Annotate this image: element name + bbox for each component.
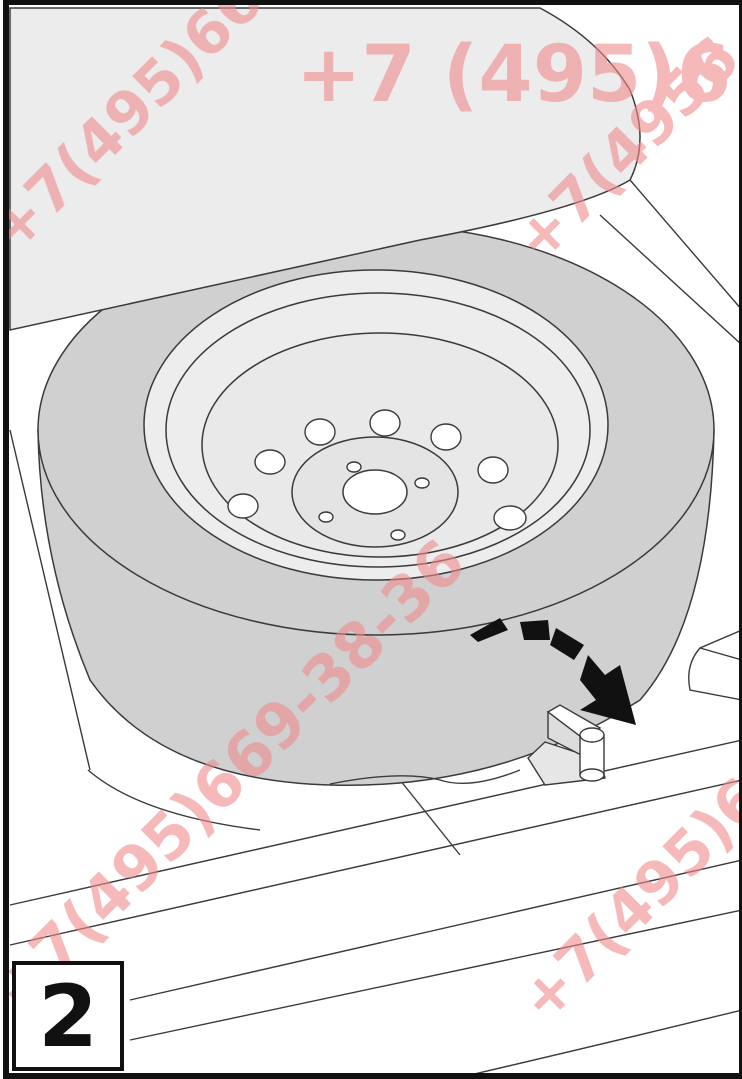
tire-notch: [329, 769, 521, 785]
step-number-box: [12, 961, 124, 1071]
watermark-top: +7 (495)6: [296, 30, 731, 120]
rotation-arrow-icon: [470, 618, 636, 725]
hold-down-bolt: [527, 704, 606, 786]
trunk-outline: [9, 179, 742, 1076]
step-number: 2: [38, 967, 98, 1067]
floor-cover: [9, 7, 641, 331]
figure-frame: [3, 0, 742, 1079]
lug-holes: [227, 409, 527, 541]
